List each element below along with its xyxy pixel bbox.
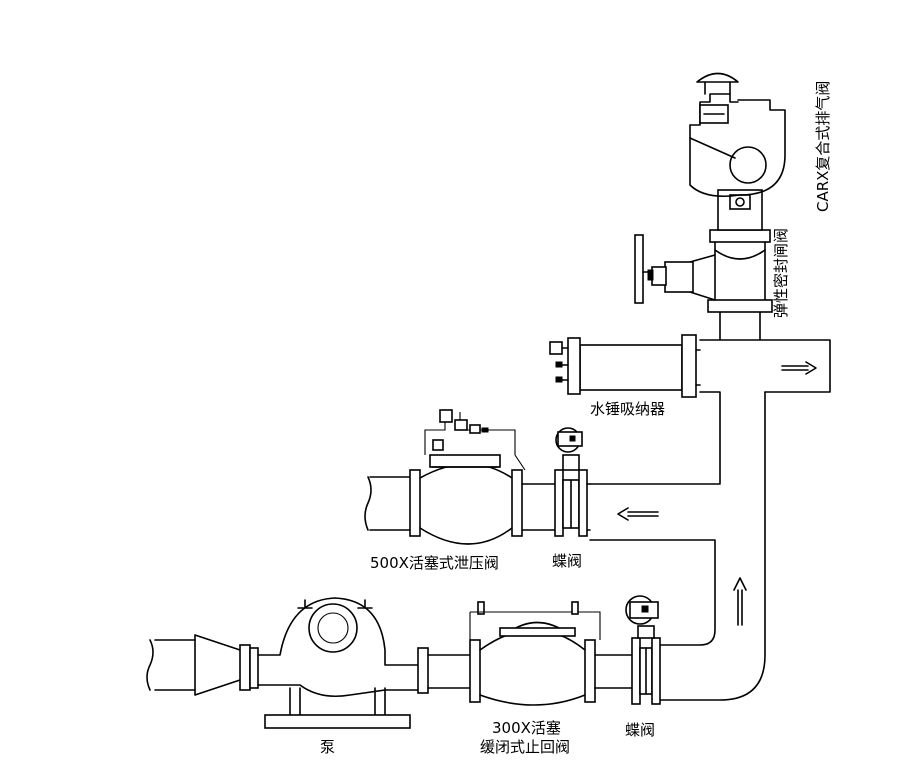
arrow-left [617,507,659,521]
water-hammer-arrester [549,334,701,398]
label-water-hammer-arrester: 水锤吸纳器 [590,400,665,418]
label-relief-valve: 500X活塞式泄压阀 [370,554,499,572]
flow-arrows [617,361,817,626]
arrow-up [733,577,747,626]
main-pipe [589,339,831,701]
relief-valve [364,409,556,545]
label-butterfly-valve-upper: 蝶阀 [552,552,582,570]
arrow-right [781,361,817,375]
butterfly-valve-upper [554,427,591,537]
air-release-valve [689,72,786,231]
label-gate-valve: 弹性密封闸阀 [772,228,790,318]
butterfly-valve-lower [625,595,661,705]
label-check-valve-line2: 缓闭式止回阀 [480,738,570,756]
check-valve [427,601,633,706]
label-air-valve: CARX复合式排气阀 [814,81,832,212]
pump [146,597,429,729]
label-check-valve-line1: 300X活塞 [492,719,561,737]
gate-valve [634,229,773,341]
label-butterfly-valve-lower: 蝶阀 [625,721,655,739]
label-pump: 泵 [320,738,335,756]
